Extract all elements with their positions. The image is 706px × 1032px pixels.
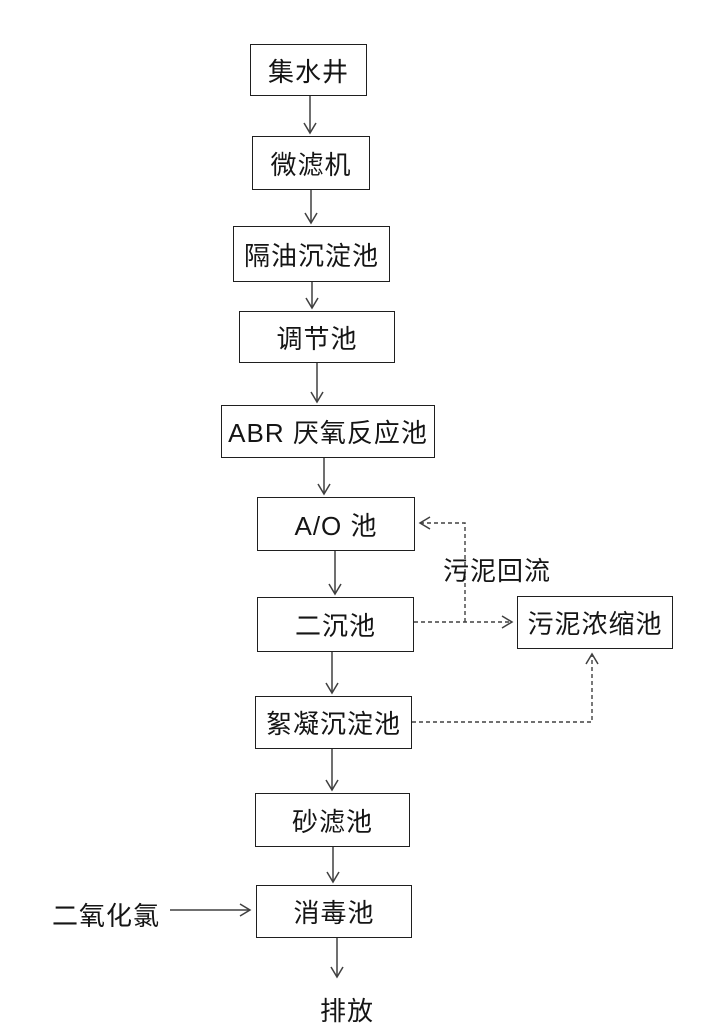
node-flocculation-label: 絮凝沉淀池	[265, 709, 401, 739]
node-sludge-thickening-label: 污泥浓缩池	[527, 609, 663, 639]
node-abr-anaerobic-reaction-tank: ABR 厌氧反应池	[221, 405, 435, 458]
node-sand-filter-label: 砂滤池	[291, 806, 373, 837]
node-oil-separation-sedimentation-tank: 隔油沉淀池	[233, 226, 390, 282]
node-secondary-sedimentation-tank: 二沉池	[257, 597, 414, 652]
node-microfilter: 微滤机	[252, 136, 370, 190]
sludge-return-label: 污泥回流	[443, 556, 552, 586]
node-sludge-thickening-tank: 污泥浓缩池	[517, 596, 673, 649]
dashed-arrow-sludge-return-to-ao	[418, 516, 466, 622]
node-disinfection-tank: 消毒池	[256, 885, 412, 938]
node-secondary-sed-label: 二沉池	[294, 611, 376, 641]
node-microfilter-label: 微滤机	[270, 149, 352, 180]
node-ao-label: A/O 池	[294, 510, 378, 541]
node-collection-well-label: 集水井	[267, 56, 349, 87]
chlorine-dioxide-label: 二氧化氯	[52, 901, 161, 931]
node-ao-tank: A/O 池	[257, 497, 415, 551]
node-abr-label: ABR 厌氧反应池	[228, 418, 428, 448]
node-collection-well: 集水井	[250, 44, 367, 96]
dashed-arrow-flocculation-to-sludge-thickening	[412, 652, 599, 723]
node-regulation-label: 调节池	[276, 323, 358, 354]
node-oil-separation-label: 隔油沉淀池	[243, 240, 379, 271]
node-regulation-tank: 调节池	[239, 311, 395, 363]
node-sand-filter-tank: 砂滤池	[255, 793, 410, 847]
discharge-label: 排放	[320, 996, 375, 1026]
node-disinfection-label: 消毒池	[293, 898, 375, 928]
node-flocculation-sedimentation-tank: 絮凝沉淀池	[255, 696, 412, 749]
